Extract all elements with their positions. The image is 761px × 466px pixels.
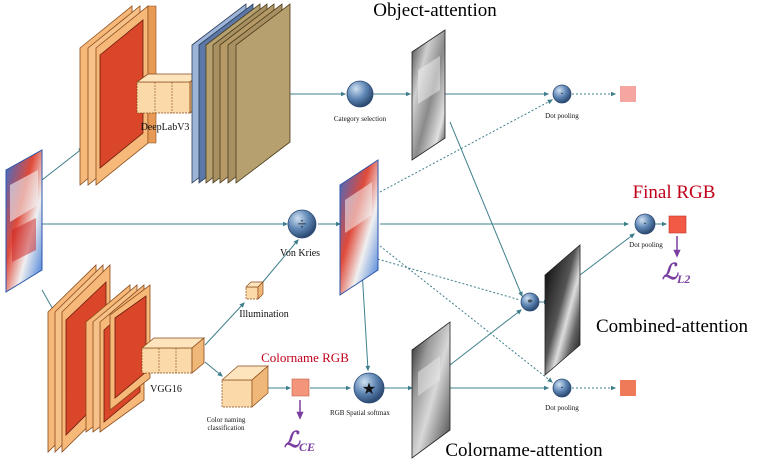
object-output-square: [620, 86, 636, 102]
star-icon: ★: [362, 381, 376, 398]
divide-icon: ÷: [298, 216, 307, 233]
colorname-attention-map: [411, 321, 451, 459]
deeplab-network: DeepLabV3: [79, 3, 291, 186]
vgg-feature-cube: [140, 337, 206, 374]
dot-pooling-top-label: Dot pooling: [545, 112, 579, 120]
color-naming-cube: [221, 365, 269, 408]
rgb-spatial-softmax-label: RGB Spatial softmax: [330, 409, 390, 417]
von-kries-label: Von Kries: [280, 248, 320, 259]
dot-icon: ·: [560, 88, 564, 100]
dot-pooling-bottom-node: ·: [552, 378, 572, 398]
connections: [41, 91, 668, 391]
vgg-network: VGG16: [47, 264, 206, 453]
category-selection-node: [346, 80, 374, 108]
loss-l2-subscript: L2: [676, 272, 690, 286]
illumination-label: Illumination: [239, 309, 288, 320]
colorname-rgb-title: Colorname RGB: [261, 350, 349, 365]
color-naming-label-1: Color naming: [207, 416, 246, 424]
vgg-layers: [47, 264, 151, 453]
combine-multiply-node: *: [520, 292, 540, 312]
illumination-cube: [245, 281, 264, 300]
object-attention-title: Object-attention: [373, 0, 497, 21]
colorname-attention-title: Colorname-attention: [445, 440, 603, 461]
loss-ce-symbol: ℒ: [284, 427, 301, 452]
final-rgb-square: [668, 215, 687, 234]
dot-pooling-mid-label: Dot pooling: [629, 241, 663, 249]
colorname-rgb-square: [291, 378, 310, 397]
combined-attention-map: [544, 244, 581, 376]
dot-icon: ·: [560, 382, 564, 394]
category-selection-label: Category selection: [334, 115, 387, 123]
color-naming-label-2: classification: [208, 424, 245, 432]
vgg-label: VGG16: [150, 384, 182, 395]
final-rgb-title: Final RGB: [633, 182, 716, 203]
input-image: [5, 149, 43, 293]
loss-l2-symbol: ℒ: [662, 259, 679, 284]
deeplab-aspp-cube: [135, 73, 203, 114]
corrected-image: [339, 159, 379, 296]
combined-attention-title: Combined-attention: [596, 316, 748, 337]
dot-pooling-top-node: ·: [552, 84, 572, 104]
rgb-spatial-softmax-node: ★: [353, 372, 385, 404]
dot-pooling-bottom-label: Dot pooling: [545, 404, 579, 412]
multiply-icon: *: [527, 297, 533, 309]
deeplab-label: DeepLabV3: [141, 122, 190, 133]
dot-icon: ·: [643, 218, 647, 230]
dot-pooling-final-node: ·: [634, 213, 656, 235]
loss-ce-subscript: CE: [299, 440, 315, 454]
deeplab-decoder-layers: [191, 3, 291, 184]
von-kries-node: ÷: [287, 209, 317, 239]
object-attention-map: [411, 29, 446, 161]
deeplab-encoder-layers: [79, 5, 157, 186]
colorname-output-square: [620, 380, 636, 396]
